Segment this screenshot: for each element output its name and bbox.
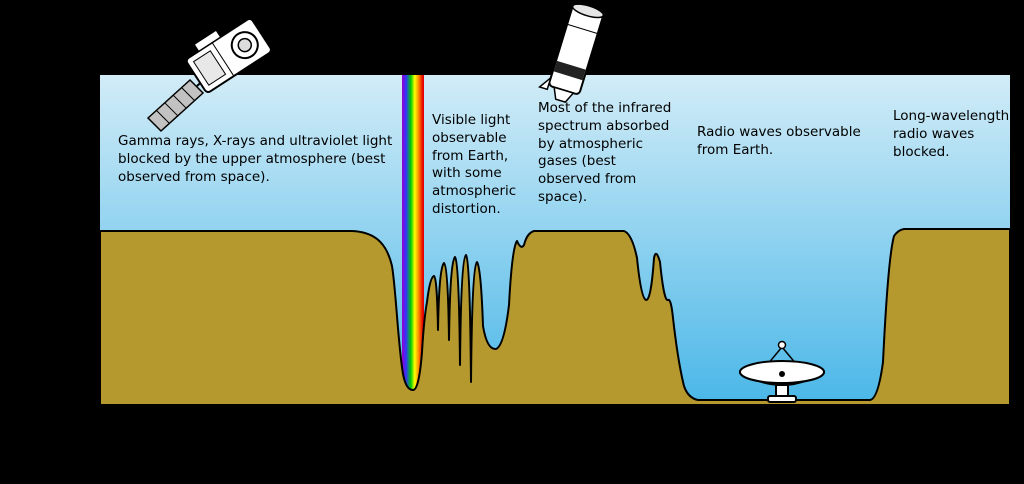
annotation-gamma-xray-uv: Gamma rays, X-rays and ultraviolet light… bbox=[118, 133, 393, 185]
annotation-visible-light: Visible light observable from Earth, wit… bbox=[432, 112, 517, 218]
space-telescope-icon bbox=[538, 3, 605, 104]
annotation-long-wavelength-radio: Long-wavelength radio waves blocked. bbox=[893, 108, 1010, 160]
opacity-curve bbox=[99, 228, 1011, 406]
annotation-infrared: Most of the infrared spectrum absorbed b… bbox=[538, 100, 672, 206]
annotation-radio-waves: Radio waves observable from Earth. bbox=[697, 124, 861, 158]
satellite-icon bbox=[146, 17, 272, 133]
visible-spectrum-icon bbox=[402, 75, 424, 391]
radio-telescope-icon bbox=[738, 340, 826, 403]
